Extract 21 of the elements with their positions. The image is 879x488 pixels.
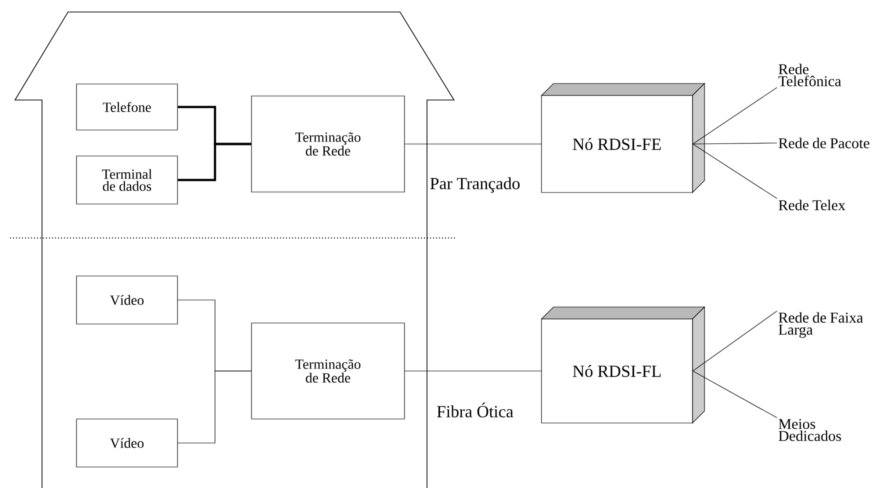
network-label: Meios Dedicados	[778, 418, 841, 442]
network-label: Rede Telefônica	[778, 64, 842, 86]
device-box: Vídeo	[76, 276, 178, 324]
network-label: Rede de Faixa Larga	[778, 312, 863, 338]
connector-line	[178, 370, 252, 444]
connector-line	[692, 142, 778, 144]
edge-label: Fibra Ótica	[437, 402, 514, 418]
connector-line	[692, 310, 778, 372]
connector-line	[404, 370, 542, 372]
network-label: Rede Telex	[778, 200, 846, 210]
device-box: Telefone	[76, 84, 178, 130]
connector-line	[692, 87, 778, 144]
connector-line	[178, 142, 252, 182]
network-label: Rede de Pacote	[778, 138, 870, 148]
connector-line	[692, 144, 778, 199]
connector-line	[692, 370, 778, 418]
device-box: Terminação de Rede	[251, 96, 405, 192]
device-box: Terminação de Rede	[251, 322, 405, 420]
edge-label: Par Trançado	[430, 177, 520, 193]
device-box: Vídeo	[76, 418, 178, 468]
device-box: Terminal de dados	[76, 156, 178, 204]
